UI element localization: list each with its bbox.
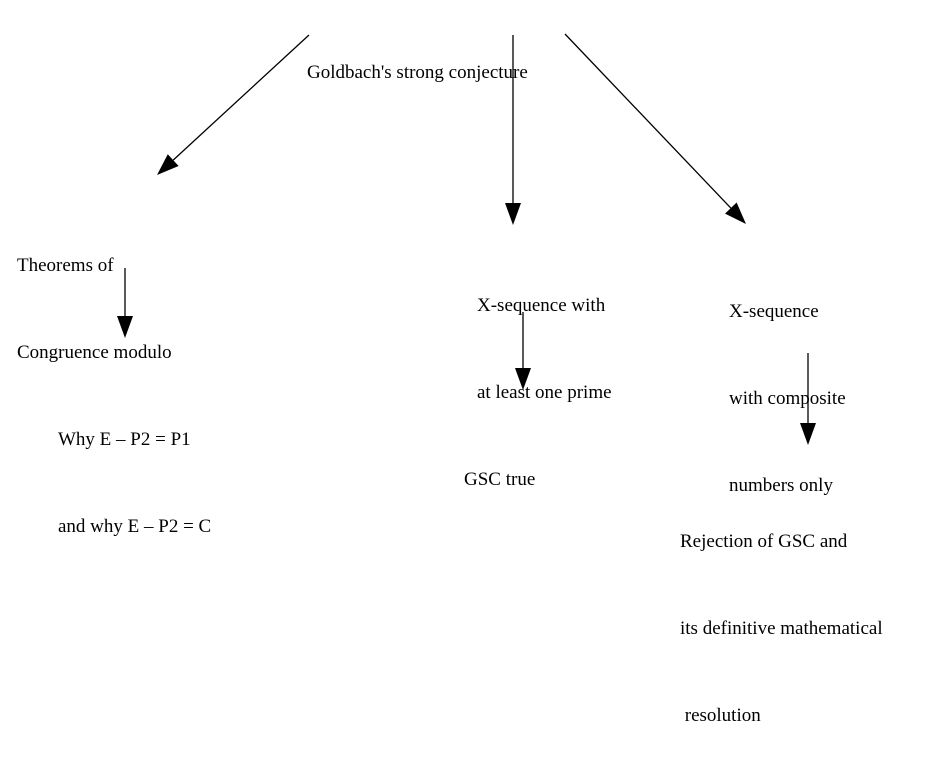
arrowhead-icon [800,423,816,445]
node-text: Rejection of GSC and [680,531,848,552]
arrowhead-icon [157,154,179,175]
node-text: its definitive mathematical [680,618,883,639]
node-text: Congruence modulo [17,342,172,363]
node-text: at least one prime [477,382,612,403]
arrows-layer [117,33,816,445]
node-text: Why E – P2 = P1 [58,429,191,450]
arrowhead-icon [117,316,133,338]
node-text: Goldbach's strong conjecture [307,62,528,83]
node-text: X-sequence with [477,295,606,316]
node-x-sequence-composite: X-sequence with composite numbers only [729,239,846,529]
node-goldbach-conjecture: Goldbach's strong conjecture [307,0,528,116]
edge-gsc-to-theorems [172,34,310,161]
node-text: and why E – P2 = C [58,516,212,537]
node-rejection-of-gsc: Rejection of GSC and its definitive math… [680,469,883,759]
node-why-e-minus-p2: Why E – P2 = P1 and why E – P2 = C [58,367,211,570]
node-text: GSC true [464,469,536,490]
node-text: X-sequence [729,301,819,322]
node-x-sequence-prime: X-sequence with at least one prime [477,233,612,436]
arrowhead-icon [505,203,521,225]
node-text: numbers only [729,475,833,496]
edge-gsc-to-xcomposite [564,33,732,209]
node-text: Theorems of [17,255,114,276]
node-gsc-true: GSC true [464,407,535,523]
arrowhead-icon [725,202,746,224]
node-text: resolution [680,705,761,726]
node-text: with composite [729,388,846,409]
arrowhead-icon [515,368,531,390]
node-theorems-congruence: Theorems of Congruence modulo [17,193,172,396]
